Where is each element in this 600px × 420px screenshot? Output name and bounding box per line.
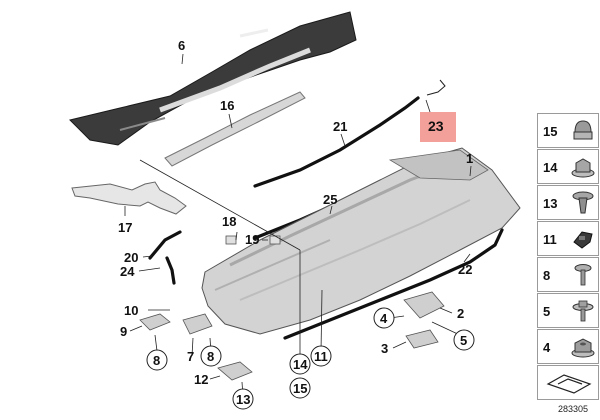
circle-ref-14 <box>289 353 311 375</box>
liftgate-panel-part <box>201 147 521 335</box>
callout-8a-label: 8 <box>153 353 160 368</box>
legend-number: 11 <box>543 232 557 247</box>
legend-item: 14 <box>537 149 599 184</box>
diagram-id: 283305 <box>558 404 589 414</box>
callout-12: 12 <box>194 372 208 387</box>
legend-item: 8 <box>537 257 599 292</box>
callout-7: 7 <box>187 349 194 364</box>
circle-ref-11 <box>310 345 332 367</box>
callout-25: 25 <box>323 192 337 207</box>
legend-number: 15 <box>543 124 558 139</box>
legend-item: 4 <box>537 329 599 364</box>
legend-item: 11 <box>537 221 599 256</box>
legend-item: 5 <box>537 293 599 328</box>
legend-number: 8 <box>543 268 551 283</box>
screw-icon <box>574 264 592 286</box>
circled-references <box>146 307 475 410</box>
hardware-legend: 15 14 13 11 8 5 <box>537 113 599 401</box>
expanding-rivet-icon <box>572 191 594 214</box>
circle-ref-15 <box>289 377 311 399</box>
callout-13: 13 <box>236 392 250 407</box>
cap-nut-icon <box>573 120 593 140</box>
callout-3: 3 <box>381 341 388 356</box>
circle-ref-8a <box>146 349 168 371</box>
callout-21: 21 <box>333 119 347 134</box>
callout-5: 5 <box>460 333 467 348</box>
legend-number: 5 <box>543 304 551 319</box>
collar-nut-icon <box>571 338 595 358</box>
callout-2: 2 <box>457 306 464 321</box>
circle-ref-13 <box>232 388 254 410</box>
legend-item: 15 <box>537 113 599 148</box>
callout-4: 4 <box>380 311 388 326</box>
callout-22: 22 <box>458 262 472 277</box>
callout-8b-label: 8 <box>207 349 214 364</box>
highlight-box <box>420 112 456 142</box>
curved-trim-part <box>71 181 187 215</box>
callout-6: 6 <box>178 38 185 53</box>
callout-15: 15 <box>293 381 307 396</box>
circle-ref-4 <box>373 307 395 329</box>
callout-14: 14 <box>293 357 308 372</box>
circle-ref-8b <box>200 345 222 367</box>
legend-number: 4 <box>543 340 551 355</box>
circle-ref-5 <box>453 329 475 351</box>
callout-9: 9 <box>120 324 127 339</box>
callout-16: 16 <box>220 98 234 113</box>
callout-11: 11 <box>314 349 328 364</box>
callout-23: 23 <box>428 118 444 134</box>
callout-10: 10 <box>124 303 138 318</box>
arrow-bracket-icon <box>546 374 592 394</box>
hex-nut-flange-icon <box>571 158 595 178</box>
legend-number: 14 <box>543 160 558 175</box>
callout-24: 24 <box>120 264 135 279</box>
rear-spoiler-part <box>69 11 357 146</box>
callout-20: 20 <box>124 250 138 265</box>
callout-labels: 6 16 23 21 1 25 22 17 18 19 20 24 10 9 8… <box>118 38 473 407</box>
callout-18: 18 <box>222 214 236 229</box>
hardware-parts <box>139 235 445 381</box>
trim-strip-part <box>164 91 306 167</box>
callout-1: 1 <box>466 151 473 166</box>
legend-item: 13 <box>537 185 599 220</box>
callout-17: 17 <box>118 220 132 235</box>
callout-19: 19 <box>245 232 259 247</box>
flange-screw-icon <box>572 300 594 322</box>
clip-icon <box>573 231 593 249</box>
legend-item <box>537 365 599 400</box>
legend-number: 13 <box>543 196 558 211</box>
